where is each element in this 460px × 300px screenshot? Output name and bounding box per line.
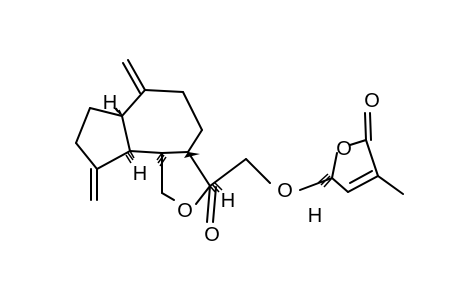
h-lactone-label: H	[221, 190, 235, 212]
wedge-bond-lactone	[184, 152, 200, 158]
cyclopentane-ring	[75, 107, 131, 170]
butenolide-carbonyl	[364, 112, 372, 141]
hash-bond-lactone-h	[209, 181, 223, 194]
methyl-group	[377, 175, 404, 195]
exocyclic-methylene-top	[122, 59, 146, 94]
o-ether-label: O	[277, 180, 293, 202]
exocyclic-methylene-bottom	[90, 168, 98, 201]
h-lower-left-label: H	[133, 163, 147, 185]
o-lactone-carbonyl-label: O	[204, 224, 220, 246]
o-butenolide-carbonyl-label: O	[364, 90, 380, 112]
cycloheptane-ring	[121, 89, 203, 154]
hash-bond-upper-left	[113, 106, 123, 117]
o-lactone-ring-label: O	[177, 200, 193, 222]
h-upper-left-label: H	[103, 92, 117, 114]
h-butenolide-label: H	[308, 205, 322, 227]
hash-bond-butenolide-h	[317, 173, 333, 188]
o-butenolide-ring-label: O	[336, 138, 352, 160]
butenolide-ring	[331, 139, 379, 193]
hash-bond-lower-left	[125, 150, 135, 164]
hash-bond-ring-fusion	[156, 152, 167, 167]
ether-linker	[209, 158, 333, 191]
lactone-ring	[161, 151, 211, 205]
